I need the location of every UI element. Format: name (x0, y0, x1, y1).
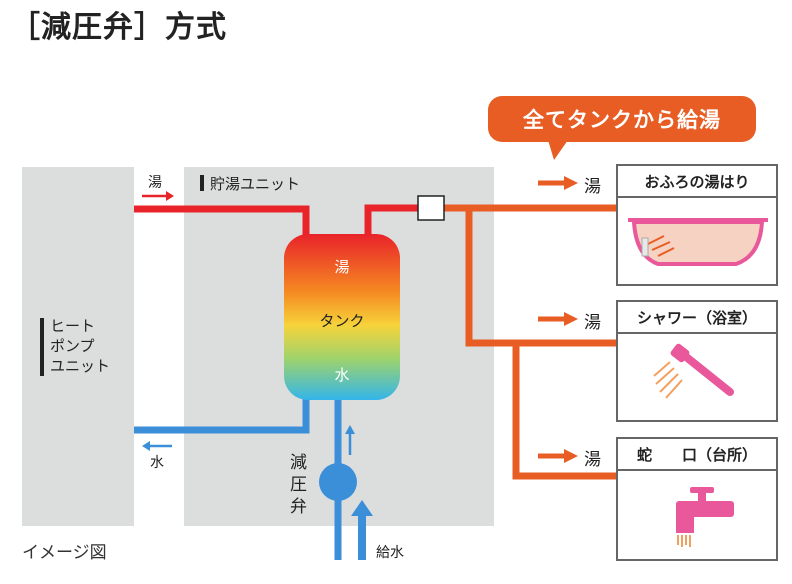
dest-arrow-shower (538, 312, 578, 326)
water-out-label: 水 (150, 455, 164, 471)
tank-bottom-label: 水 (334, 366, 350, 384)
orange-pipe-faucet (469, 339, 616, 480)
supply-label: 給水 (376, 545, 404, 561)
dest-arrow-label-bath: 湯 (584, 177, 601, 197)
heat-pump-marker (40, 318, 44, 376)
dest-box-bath (616, 196, 778, 286)
outlet-valve-box (417, 195, 445, 221)
caption: イメージ図 (22, 543, 107, 563)
valve-label: 減 圧 弁 (290, 452, 307, 518)
pressure-reducing-valve (319, 463, 357, 501)
heat-pump-label-line-3: ユニット (50, 357, 111, 375)
valve-label-line-2: 圧 (290, 475, 307, 495)
dest-arrow-faucet (538, 449, 578, 463)
heat-pump-label-line-1: ヒート (50, 317, 96, 335)
dest-box-faucet (616, 469, 778, 561)
valve-label-line-3: 弁 (290, 497, 307, 517)
tank-mid-label: タンク (319, 312, 365, 330)
page-title: ［減圧弁］方式 (10, 10, 227, 45)
tank-top-label: 湯 (334, 258, 350, 276)
dest-box-shower (616, 332, 778, 422)
dest-arrow-label-shower: 湯 (584, 313, 601, 333)
callout-all-from-tank: 全てタンクから給湯 (488, 96, 756, 142)
cold-pipe-to-heat-pump (134, 398, 310, 434)
dest-arrow-label-faucet: 湯 (584, 450, 601, 470)
callout-pointer (548, 140, 568, 160)
hot-pipe-from-heat-pump (134, 205, 310, 238)
heat-pump-label-line-2: ポンプ (50, 337, 95, 355)
dest-title-bath: おふろの湯はり (616, 164, 778, 198)
shower-icon (653, 343, 734, 399)
dest-title-shower: シャワー（浴室） (616, 300, 778, 334)
storage-unit-label: 貯湯ユニット (210, 175, 301, 193)
heat-pump-label: ヒート ポンプ ユニット (50, 316, 110, 376)
hot-in-label: 湯 (148, 175, 162, 191)
dest-title-faucet: 蛇 口（台所） (616, 437, 778, 471)
dest-arrow-bath (538, 176, 578, 190)
hot-pipe-to-outlet (364, 204, 418, 238)
valve-label-line-1: 減 (290, 453, 307, 473)
faucet-icon (676, 487, 734, 547)
storage-tank (284, 234, 400, 400)
tank-labels: 湯 タンク 水 (284, 234, 400, 400)
bathtub-icon (628, 218, 768, 266)
storage-unit-marker (200, 175, 204, 191)
